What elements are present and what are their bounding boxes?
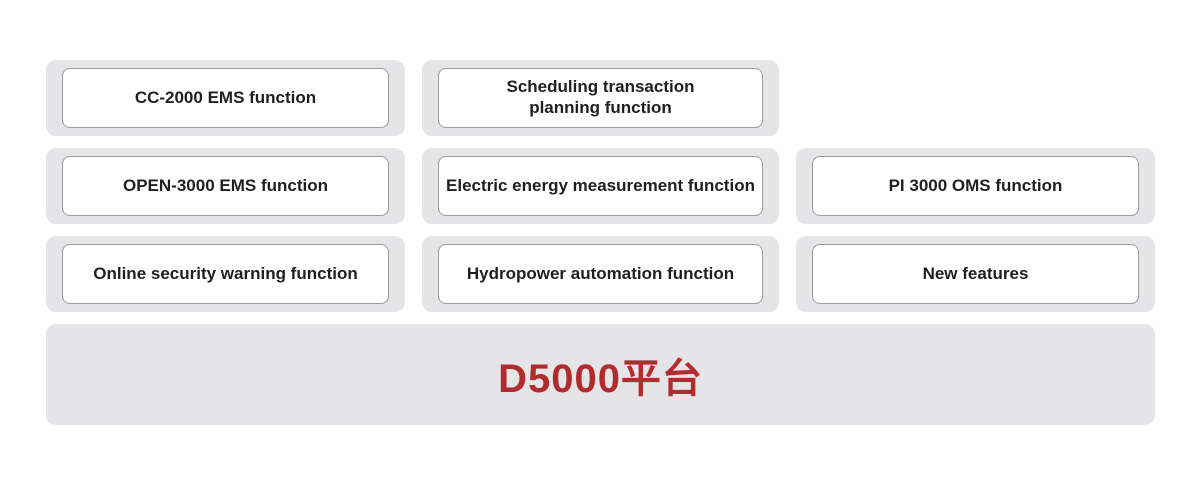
platform-title: D5000平台 xyxy=(498,356,703,401)
card-inner: Hydropower automation function xyxy=(438,244,763,304)
card-label: OPEN-3000 EMS function xyxy=(123,175,328,195)
card-inner: PI 3000 OMS function xyxy=(812,156,1139,216)
card-label: CC-2000 EMS function xyxy=(134,87,317,107)
card-label: Online security warning function xyxy=(93,263,358,283)
card-online-security-warning: Online security warning function xyxy=(46,236,405,312)
card-cc-2000-ems: CC-2000 EMS function xyxy=(46,60,405,136)
card-inner: Electric energy measurement function xyxy=(438,156,763,216)
card-label: Electric energy measurement function xyxy=(446,175,755,195)
card-label: New features xyxy=(922,263,1029,283)
card-label: PI 3000 OMS function xyxy=(888,175,1063,195)
card-scheduling-transaction-planning: Scheduling transaction planning function xyxy=(422,60,779,136)
card-pi-3000-oms: PI 3000 OMS function xyxy=(796,148,1155,224)
card-inner: OPEN-3000 EMS function xyxy=(62,156,389,216)
function-grid: CC-2000 EMS function Scheduling transact… xyxy=(46,60,1155,425)
card-inner: Scheduling transaction planning function xyxy=(438,68,763,128)
card-inner: Online security warning function xyxy=(62,244,389,304)
card-open-3000-ems: OPEN-3000 EMS function xyxy=(46,148,405,224)
card-inner: New features xyxy=(812,244,1139,304)
card-electric-energy-measurement: Electric energy measurement function xyxy=(422,148,779,224)
card-new-features: New features xyxy=(796,236,1155,312)
platform-bar: D5000平台 xyxy=(46,324,1155,425)
card-label: Hydropower automation function xyxy=(466,263,735,283)
card-hydropower-automation: Hydropower automation function xyxy=(422,236,779,312)
card-label: Scheduling transaction planning function xyxy=(506,77,695,117)
card-inner: CC-2000 EMS function xyxy=(62,68,389,128)
